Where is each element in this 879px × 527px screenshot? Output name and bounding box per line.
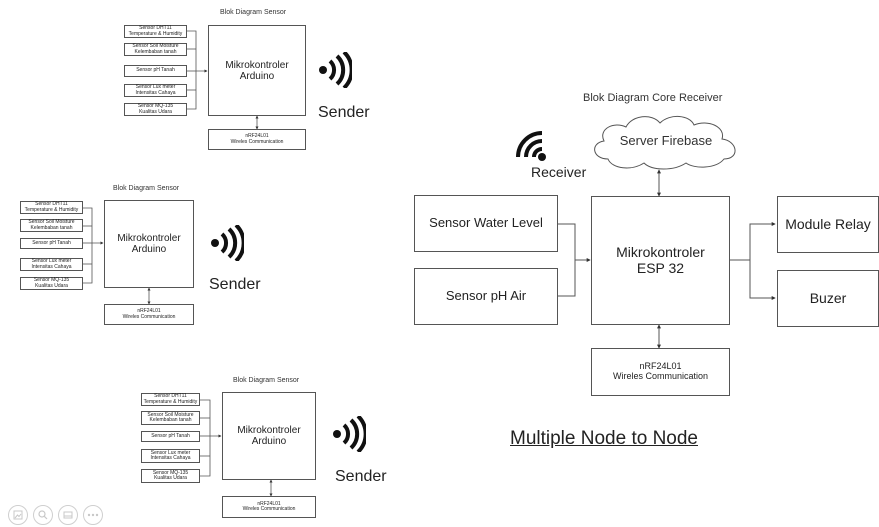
- cloud-shape: Server Firebase: [586, 113, 746, 176]
- more-icon[interactable]: [83, 505, 103, 525]
- cloud-label: Server Firebase: [619, 132, 713, 148]
- sensor-lux-meter: Sensor Lux meter Intensitas Cahaya: [141, 449, 200, 463]
- sensor-ph-tanah: Sensor pH Tanah: [20, 238, 83, 249]
- buzzer: Buzer: [777, 270, 879, 327]
- block-title: Blok Diagram Sensor: [113, 185, 180, 192]
- block-title: Blok Diagram Sensor: [233, 377, 300, 384]
- sensor-dht11: Sensor DHT11 Temperature & Humidity: [20, 201, 83, 214]
- sensor-mq135: Sensor MQ-135 Kualitas Udara: [20, 277, 83, 290]
- controller-arduino: Mikrokontroler Arduino: [208, 25, 306, 116]
- search-icon[interactable]: [33, 505, 53, 525]
- receiver-label: Receiver: [531, 164, 587, 180]
- radio-module: nRF24L01 Wireles Communication: [208, 129, 306, 150]
- slide-footer-title: Multiple Node to Node: [510, 428, 698, 449]
- sensor-mq135: Sensor MQ-135 Kualitas Udara: [124, 103, 187, 116]
- sender-label: Sender: [335, 468, 387, 485]
- sensor-dht11: Sensor DHT11 Temperature & Humidity: [124, 25, 187, 38]
- receiver-title: Blok Diagram Core Receiver: [583, 92, 723, 104]
- wireless-icon: [210, 223, 246, 266]
- sensor-ph-air: Sensor pH Air: [414, 268, 558, 325]
- radio-module: nRF24L01 Wireles Communication: [591, 348, 730, 396]
- controller-arduino: Mikrokontroler Arduino: [222, 392, 316, 480]
- sender-label: Sender: [318, 104, 370, 121]
- sensor-mq135: Sensor MQ-135 Kualitas Udara: [141, 469, 200, 483]
- block-title: Blok Diagram Sensor: [220, 9, 287, 16]
- sensor-water-level: Sensor Water Level: [414, 195, 558, 252]
- sensor-lux-meter: Sensor Lux meter Intensitas Cahaya: [20, 258, 83, 271]
- sensor-soil-moisture: Sensor Soil Moisture Kelembaban tanah: [20, 219, 83, 232]
- radio-module: nRF24L01 Wireles Communication: [222, 496, 316, 518]
- sender-label: Sender: [209, 276, 261, 293]
- wireless-icon: [318, 50, 354, 93]
- radio-module: nRF24L01 Wireles Communication: [104, 304, 194, 325]
- module-relay: Module Relay: [777, 196, 879, 253]
- controller-arduino: Mikrokontroler Arduino: [104, 200, 194, 288]
- sensor-ph-tanah: Sensor pH Tanah: [141, 431, 200, 442]
- sensor-soil-moisture: Sensor Soil Moisture Kelembaban tanah: [124, 43, 187, 56]
- slides-icon[interactable]: [58, 505, 78, 525]
- sensor-soil-moisture: Sensor Soil Moisture Kelembaban tanah: [141, 411, 200, 425]
- wireless-icon: [332, 414, 368, 457]
- controller-esp32: Mikrokontroler ESP 32: [591, 196, 730, 325]
- sensor-lux-meter: Sensor Lux meter Intensitas Cahaya: [124, 84, 187, 97]
- sensor-dht11: Sensor DHT11 Temperature & Humidity: [141, 393, 200, 406]
- image-icon[interactable]: [8, 505, 28, 525]
- receiver-wifi-icon: [512, 126, 548, 167]
- sensor-ph-tanah: Sensor pH Tanah: [124, 65, 187, 77]
